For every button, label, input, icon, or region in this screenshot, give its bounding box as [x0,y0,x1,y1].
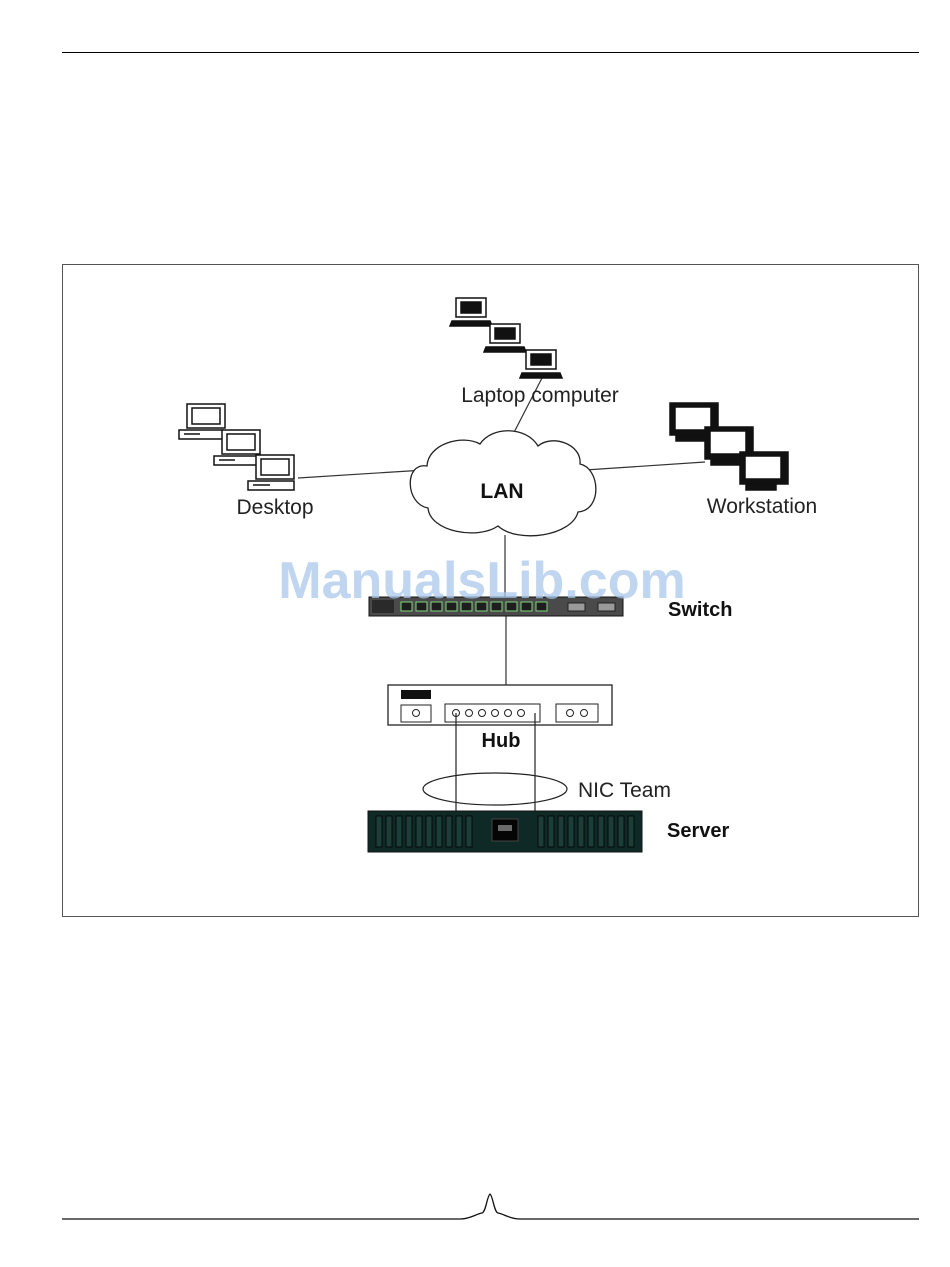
workstation-label: Workstation [707,495,818,518]
nic-team-ellipse [423,773,567,805]
laptop-icon [520,350,562,378]
nic-team-links [423,713,567,812]
laptop-icons [450,298,562,378]
laptop-icon [450,298,492,326]
workstation-icon [740,452,788,490]
nic-team-label: NIC Team [578,779,671,802]
desktop-label: Desktop [236,496,313,519]
server-label: Server [667,820,729,842]
hub-label: Hub [482,730,521,752]
hub-device [388,685,612,725]
switch-label: Switch [668,599,732,621]
workstation-icons [670,403,788,490]
footer-rule [62,1194,919,1219]
lan-label: LAN [480,480,523,503]
watermark: ManualsLib.com [278,552,685,610]
laptop-icon [484,324,526,352]
connection-lines [298,378,705,685]
server-device [368,811,642,852]
laptop-label: Laptop computer [461,384,619,407]
desktop-icon [179,404,225,439]
desktop-icons [179,404,294,490]
